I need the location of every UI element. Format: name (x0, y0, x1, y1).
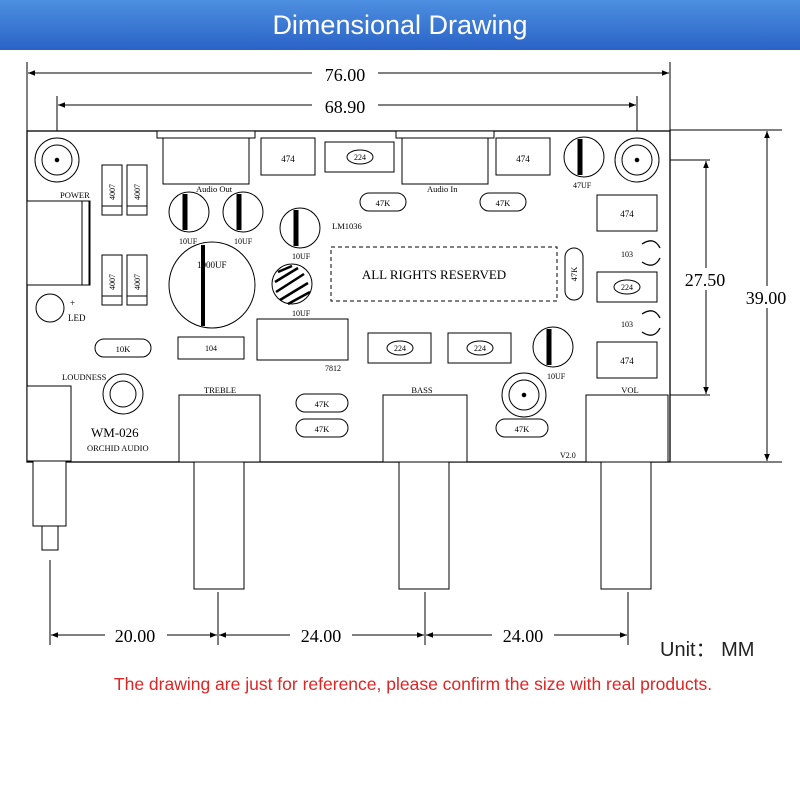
knob-treble-base (178, 394, 261, 463)
resistor-47k (295, 418, 349, 438)
capacitor-label: 10UF (234, 237, 253, 246)
model-label: WM-026 (91, 425, 139, 440)
audio-in-label: Audio In (427, 184, 458, 194)
reserved-text: ALL RIGHTS RESERVED (362, 267, 506, 282)
capacitor-label: 103 (621, 320, 633, 329)
capacitor-10uf (222, 191, 264, 233)
resistor-label: 10K (116, 344, 132, 354)
resistor-label: 47K (515, 424, 531, 434)
diode (126, 254, 148, 306)
title-bar (0, 0, 800, 50)
audio-in-header (401, 133, 489, 185)
capacitor-label: 474 (281, 154, 295, 164)
resistor-10k (94, 338, 152, 358)
knob-vol-label: VOL (621, 385, 638, 395)
dimension-overall-height: 39.00 (746, 288, 787, 308)
capacitor-label: 474 (516, 154, 530, 164)
dimension-spacing-1: 20.00 (115, 626, 156, 646)
resistor-label: 47K (315, 399, 331, 409)
loudness-switch (26, 385, 72, 462)
led (35, 293, 65, 323)
dimension-overall-width: 76.00 (325, 65, 366, 85)
unit-label: Unit： MM (660, 639, 755, 661)
capacitor-10uf (279, 207, 321, 249)
ic-lm1036 (330, 246, 558, 302)
capacitor-label: 474 (620, 209, 634, 219)
resistor-47k (495, 418, 549, 438)
knob-bass-base (382, 394, 468, 463)
loudness-label: LOUDNESS (62, 372, 107, 382)
audio-out-label: Audio Out (196, 184, 233, 194)
knob-treble-shaft (193, 461, 245, 590)
capacitor-label: 10UF (547, 372, 566, 381)
diode-label: 4007 (108, 184, 117, 200)
resistor-47k (479, 192, 527, 212)
capacitor-label: 474 (620, 356, 634, 366)
resistor-label: 47K (376, 198, 392, 208)
capacitor-10uf (168, 191, 210, 233)
resistor-label: 47K (496, 198, 512, 208)
capacitor-label: 47UF (573, 181, 592, 190)
capacitor-label: 104 (205, 344, 217, 353)
capacitor-label: 224 (474, 344, 486, 353)
regulator-label: 7812 (325, 364, 341, 373)
knob-treble-label: TREBLE (204, 385, 236, 395)
knob-vol-shaft (600, 461, 652, 590)
led-plus: + (70, 298, 75, 308)
knob-vol-base (585, 394, 669, 463)
capacitor-224 (324, 141, 395, 173)
capacitor-label: 103 (621, 250, 633, 259)
capacitor-label: 10UF (292, 309, 311, 318)
knob-bass-shaft (398, 461, 450, 590)
dimension-hole-spacing: 68.90 (325, 97, 366, 117)
capacitor-1000uf (168, 241, 256, 329)
capacitor-label: 10UF (179, 237, 198, 246)
dimension-spacing-3: 24.00 (503, 626, 544, 646)
capacitor-label: 1000UF (197, 260, 227, 270)
power-label: POWER (60, 190, 90, 200)
capacitor-474 (596, 341, 658, 379)
capacitor-474 (495, 137, 551, 176)
capacitor-104 (177, 336, 245, 360)
reference-note: The drawing are just for reference, plea… (113, 674, 713, 694)
resistor-47k (295, 393, 349, 413)
power-jack (26, 200, 90, 286)
capacitor-47uf (563, 136, 605, 178)
capacitor-label: 224 (621, 283, 633, 292)
audio-out-header (162, 133, 250, 185)
resistor-label: 47K (569, 266, 579, 282)
capacitor-474 (596, 194, 658, 232)
diode-label: 4007 (133, 274, 142, 290)
diode-label: 4007 (133, 184, 142, 200)
ic-label: LM1036 (332, 221, 362, 231)
dimension-spacing-2: 24.00 (301, 626, 342, 646)
regulator-7812 (256, 318, 349, 361)
version-label: V2.0 (560, 451, 576, 460)
page-title: Dimensional Drawing (272, 10, 528, 40)
capacitor-label: 10UF (292, 252, 311, 261)
capacitor-474 (260, 137, 316, 176)
capacitor-label: 224 (394, 344, 406, 353)
diode (101, 254, 123, 306)
capacitor-label: 224 (354, 153, 366, 162)
resistor-47k (359, 192, 407, 212)
diode (101, 164, 123, 216)
resistor-label: 47K (315, 424, 331, 434)
capacitor-10uf (532, 326, 574, 368)
dimension-hole-height: 27.50 (685, 270, 726, 290)
diode (126, 164, 148, 216)
knob-bass-label: BASS (411, 385, 433, 395)
diode-label: 4007 (108, 274, 117, 290)
brand-label: ORCHID AUDIO (87, 443, 149, 453)
led-label: LED (68, 313, 86, 323)
resistor-47k (564, 247, 584, 301)
